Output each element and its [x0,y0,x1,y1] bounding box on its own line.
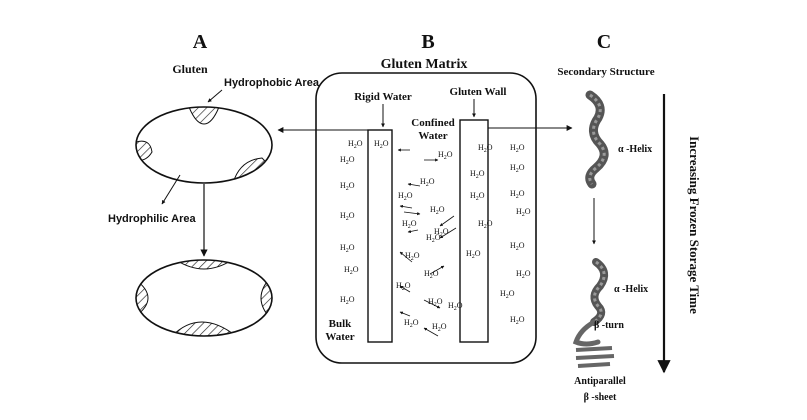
alpha-helix-structure [585,90,609,189]
panel-b-letter: B [421,31,434,53]
bulk-water-label-line2: Water [325,331,354,343]
alpha-helix-label-bottom: α -Helix [614,284,648,295]
water-molecule-label: H2O [510,143,525,154]
water-molecule-label: H2O [432,322,447,333]
water-molecule-label: H2O [340,243,355,254]
water-migration-arrow [407,182,421,187]
panel-c-letter: C [597,31,611,53]
water-molecule-label: H2O [348,139,363,150]
water-molecule-label: H2O [510,241,525,252]
water-migration-arrow [407,229,419,234]
alpha-helix-label-top: α -Helix [618,144,652,155]
beta-turn-label: β -turn [594,320,624,331]
water-molecule-label: H2O [470,169,485,180]
water-molecule-label: H2O [438,150,453,161]
gluten-wall-label: Gluten Wall [450,86,507,98]
panel-a: A Gluten Hydrophobic Area Hydrophilic Ar… [108,31,320,337]
water-molecule-label: H2O [340,295,355,306]
hydrophilic-arrow [161,174,181,205]
water-molecule-label: H2O [396,281,411,292]
confined-water-label-line2: Water [418,130,447,142]
water-molecule-label: H2O [428,297,443,308]
water-molecule-label: H2O [434,227,449,238]
water-molecule-label: H2O [405,251,420,262]
water-molecule-label: H2O [448,301,463,312]
water-molecule-label: H2O [340,155,355,166]
mixed-secondary-structure [572,258,615,368]
water-migration-arrow [439,215,455,227]
water-molecule-label: H2O [404,318,419,329]
water-molecule-label: H2O [398,191,413,202]
hydrophilic-area-label: Hydrophilic Area [108,213,196,225]
water-migration-arrow [403,211,421,216]
water-migration-arrow [399,311,411,317]
water-molecule-label: H2O [374,139,389,150]
antiparallel-label-line2: β -sheet [584,392,617,403]
water-molecule-label: H2O [478,219,493,230]
hydrophobic-area-label: Hydrophobic Area [224,77,320,89]
water-molecule-label: H2O [424,269,439,280]
water-molecule-label: H2O [516,207,531,218]
water-migration-arrow [399,204,413,209]
water-migration-arrow [423,327,439,337]
panel-b: B Gluten Matrix Rigid Water Gluten Wall … [277,31,573,364]
gluten-stored-ellipse [135,259,273,337]
water-molecule-label: H2O [426,233,441,244]
water-migration-arrow [439,227,457,239]
water-molecule-label: H2O [466,249,481,260]
gluten-matrix-frame [315,72,537,364]
water-molecule-label: H2O [510,163,525,174]
panel-b-title: Gluten Matrix [381,57,468,72]
water-migration-arrow [423,299,441,309]
water-molecule-label: H2O [430,205,445,216]
gluten-wall-left [367,129,393,343]
storage-time-label: Increasing Frozen Storage Time [687,136,702,314]
water-migration-arrow [399,251,413,263]
water-molecule-label: H2O [470,191,485,202]
confined-water-label-line1: Confined [411,117,454,129]
water-molecule-label: H2O [478,143,493,154]
gluten-native-ellipse [135,106,273,184]
rigid-water-label: Rigid Water [354,91,412,103]
water-molecule-label: H2O [500,289,515,300]
panel-a-letter: A [193,31,208,53]
water-molecule-label: H2O [510,315,525,326]
panel-c-title: Secondary Structure [557,66,654,78]
water-molecule-label: H2O [344,265,359,276]
bulk-water-label-line1: Bulk [329,318,353,330]
antiparallel-label-line1: Antiparallel [574,376,626,387]
water-molecule-label: H2O [402,219,417,230]
hydrophobic-arrow [207,89,223,103]
water-molecule-label: H2O [516,269,531,280]
water-migration-arrow [399,285,411,293]
gluten-wall-right [459,119,489,343]
panel-a-title: Gluten [172,62,208,76]
water-molecule-label: H2O [340,181,355,192]
water-migration-arrow [429,265,445,275]
water-molecule-label: H2O [420,177,435,188]
water-molecule-label: H2O [510,189,525,200]
water-molecule-label: H2O [340,211,355,222]
panel-c: C Secondary Structure α -Helix α -Helix … [557,31,702,403]
